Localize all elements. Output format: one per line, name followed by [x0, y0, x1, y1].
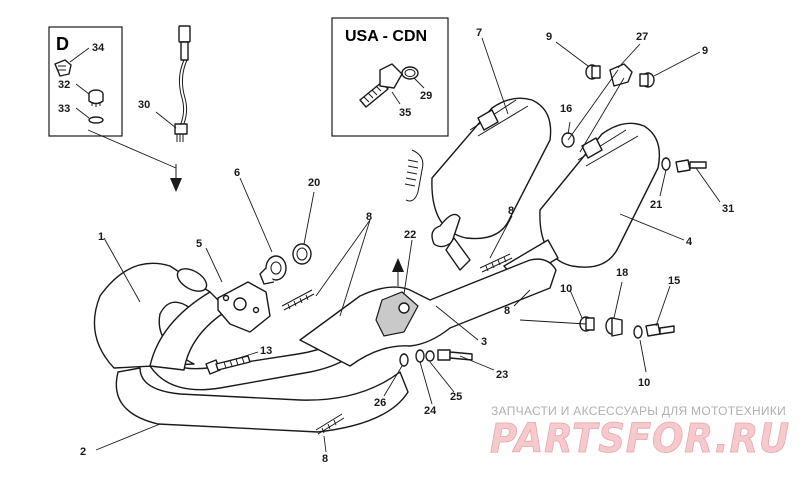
washer-21 [661, 157, 671, 171]
callout-15: 15 [668, 275, 680, 287]
watermark-logo: PARTSFOR.RU [490, 416, 790, 462]
callout-21: 21 [650, 199, 662, 211]
callout-31: 31 [722, 203, 734, 215]
callout-33: 33 [58, 103, 70, 115]
callout-25: 25 [450, 391, 462, 403]
spring-8-lower [315, 413, 345, 435]
header-pipe-2 [115, 291, 409, 433]
bolt-13 [205, 355, 251, 375]
washer-25 [425, 350, 435, 362]
callout-18: 18 [616, 267, 628, 279]
plug-32 [88, 89, 104, 107]
callout-8-b: 8 [508, 205, 514, 217]
callout-35: 35 [399, 107, 411, 119]
clip-34 [54, 59, 72, 77]
collector-3 [299, 258, 557, 367]
sensor-35 [359, 63, 419, 108]
callout-34: 34 [92, 42, 105, 54]
oring-33 [88, 116, 104, 124]
down-arrow-indicator [170, 164, 182, 192]
callout-20: 20 [308, 177, 320, 189]
callout-7: 7 [476, 27, 482, 39]
callout-23: 23 [496, 369, 508, 381]
callout-24: 24 [424, 405, 437, 417]
leader-lines [95, 37, 721, 453]
grommet-9-right [639, 72, 655, 88]
watermark-caption: ЗАПЧАСТИ И АКСЕССУАРЫ ДЛЯ МОТОТЕХНИКИ [491, 404, 786, 418]
callout-9-a: 9 [546, 31, 552, 43]
callout-8-a: 8 [366, 211, 372, 223]
callout-13: 13 [260, 345, 272, 357]
lambda-sensor-30 [174, 25, 191, 142]
callout-10-a: 10 [560, 283, 572, 295]
up-arrow-22 [392, 258, 404, 286]
watermark: ЗАПЧАСТИ И АКСЕССУАРЫ ДЛЯ МОТОТЕХНИКИ PA… [490, 404, 790, 462]
callout-8-c: 8 [504, 305, 510, 317]
callout-26: 26 [374, 397, 386, 409]
grommet-9-left [585, 64, 601, 80]
callout-2: 2 [80, 446, 86, 458]
callout-30: 30 [138, 99, 150, 111]
bolt-31 [675, 159, 707, 173]
spring-8-mid [281, 289, 315, 311]
callout-9-b: 9 [702, 45, 708, 57]
inset-d-box: D 34 32 33 [48, 26, 123, 137]
callout-29: 29 [420, 90, 432, 102]
washer-26 [399, 353, 409, 367]
spacer-18 [605, 317, 623, 337]
muffler-7 [431, 97, 552, 271]
callout-1: 1 [98, 231, 104, 243]
callout-numbers: 1 2 3 4 5 6 7 8 8 8 8 9 9 10 10 13 15 16… [80, 27, 734, 465]
callout-5: 5 [196, 238, 202, 250]
washer-24 [415, 349, 425, 363]
inset-usa-title: USA - CDN [345, 28, 427, 45]
inset-usa-cdn-box: USA - CDN 29 35 [331, 17, 449, 137]
flange-5 [217, 281, 271, 333]
inset-d-letter: D [56, 34, 69, 54]
callout-32: 32 [58, 79, 70, 91]
callout-16: 16 [560, 103, 572, 115]
header-pipe-1 [93, 262, 215, 369]
bracket-27 [609, 63, 633, 87]
callout-27: 27 [636, 31, 648, 43]
callout-6: 6 [234, 167, 240, 179]
callout-22: 22 [404, 229, 416, 241]
spring-8-right [479, 253, 513, 273]
callout-3: 3 [481, 336, 487, 348]
ring-20 [292, 243, 312, 265]
bolt-15 [645, 323, 675, 337]
washer-10-lower [633, 325, 643, 339]
spring-8-upper [404, 149, 424, 202]
gasket-6 [259, 255, 287, 285]
callout-10-b: 10 [638, 377, 650, 389]
callout-8-d: 8 [322, 453, 328, 465]
callout-4: 4 [686, 236, 693, 248]
